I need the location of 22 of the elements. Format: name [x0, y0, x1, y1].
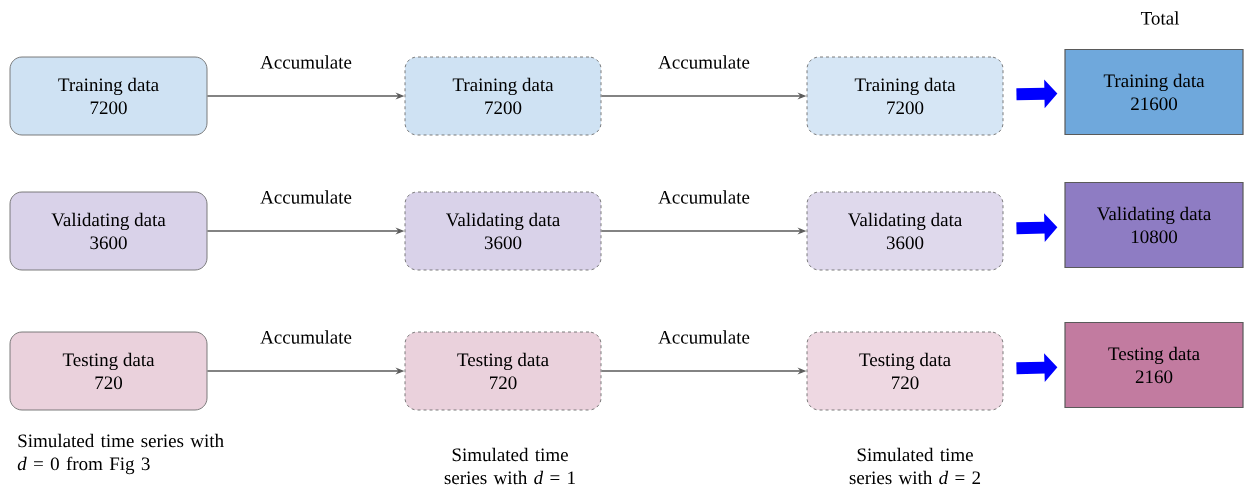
- data-box: Training data 7200: [9, 56, 208, 136]
- edge-label: Accumulate: [658, 330, 750, 344]
- heading: Total: [1140, 11, 1180, 25]
- edge-label: Accumulate: [260, 330, 352, 344]
- edge-label: Accumulate: [658, 55, 750, 69]
- data-box: Testing data 720: [9, 331, 208, 411]
- data-box: Training data 7200: [404, 56, 602, 136]
- data-box: Testing data 720: [806, 331, 1004, 411]
- data-box: Training data 21600: [1064, 48, 1244, 136]
- edge-label: Accumulate: [260, 190, 352, 204]
- data-box: Testing data 2160: [1064, 321, 1244, 409]
- data-box: Training data 7200: [806, 56, 1004, 136]
- edge-label: Accumulate: [658, 190, 750, 204]
- data-box: Validating data 3600: [404, 191, 602, 271]
- edge-label: Accumulate: [260, 55, 352, 69]
- caption: Simulated time series with d = 2: [849, 447, 980, 485]
- data-box: Testing data 720: [404, 331, 602, 411]
- data-box: Validating data 10800: [1064, 181, 1244, 269]
- data-box: Validating data 3600: [9, 191, 208, 271]
- caption: Simulated time series with d = 1: [444, 447, 575, 485]
- data-box: Validating data 3600: [806, 191, 1004, 271]
- caption: Simulated time series with d = 0 from Fig 3: [17, 433, 224, 475]
